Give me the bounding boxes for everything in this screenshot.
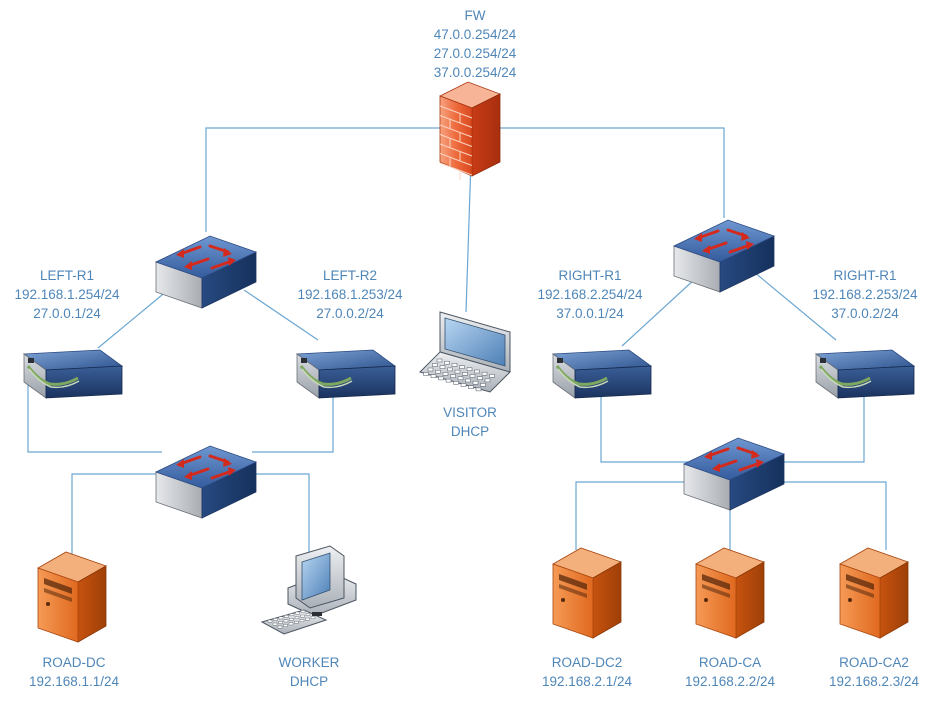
fw-name: FW xyxy=(464,8,486,23)
laptop-icon xyxy=(419,311,511,393)
worker-ip: DHCP xyxy=(289,674,329,689)
link-right-switch-r2 xyxy=(753,271,837,341)
road-dc-name: ROAD-DC xyxy=(42,655,106,670)
road-ca-ip: 192.168.2.2/24 xyxy=(684,674,776,689)
road-ca-label: ROAD-CA 192.168.2.2/24 xyxy=(685,653,775,691)
visitor-name: VISITOR xyxy=(443,405,497,420)
road-ca2-server-icon xyxy=(839,547,909,639)
road-dc-label: ROAD-DC 192.168.1.1/24 xyxy=(29,653,119,691)
right-r1-name: RIGHT-R1 xyxy=(558,268,622,283)
link-fw-left-switch xyxy=(205,127,470,232)
fw-ip-2: 27.0.0.254/24 xyxy=(433,46,517,61)
fw-label: FW 47.0.0.254/24 27.0.0.254/24 37.0.0.25… xyxy=(434,6,517,82)
left-access-switch-icon xyxy=(154,444,258,520)
right-r2-ip-2: 37.0.0.2/24 xyxy=(831,306,899,321)
link-right-r2-bottom-switch xyxy=(776,390,865,463)
right-r1-router-icon xyxy=(551,348,653,400)
right-r1-label: RIGHT-R1 192.168.2.254/24 37.0.0.1/24 xyxy=(537,266,642,323)
link-left-bottom-switch-worker xyxy=(250,473,310,553)
worker-label: WORKER DHCP xyxy=(279,653,340,691)
worker-name: WORKER xyxy=(278,655,340,670)
road-ca-name: ROAD-CA xyxy=(698,655,762,670)
link-left-bottom-switch-road-dc xyxy=(71,473,162,555)
road-dc-ip: 192.168.1.1/24 xyxy=(28,674,120,689)
road-ca-server-icon xyxy=(695,547,765,639)
right-r1-ip-1: 192.168.2.254/24 xyxy=(537,287,643,302)
right-core-switch-icon xyxy=(672,218,776,294)
road-dc2-label: ROAD-DC2 192.168.2.1/24 xyxy=(542,653,632,691)
right-access-switch-icon xyxy=(682,436,786,512)
left-r1-ip-2: 27.0.0.1/24 xyxy=(33,306,101,321)
left-r2-ip-2: 27.0.0.2/24 xyxy=(316,306,384,321)
link-left-switch-r1 xyxy=(97,289,169,349)
road-dc2-name: ROAD-DC2 xyxy=(551,655,623,670)
visitor-ip: DHCP xyxy=(450,424,490,439)
left-r2-label: LEFT-R2 192.168.1.253/24 27.0.0.2/24 xyxy=(297,266,402,323)
workstation-icon xyxy=(260,545,357,635)
road-ca2-label: ROAD-CA2 192.168.2.3/24 xyxy=(829,653,919,691)
link-right-switch-r1 xyxy=(621,277,697,347)
road-ca2-name: ROAD-CA2 xyxy=(839,655,909,670)
left-r1-router-icon xyxy=(22,348,124,400)
visitor-label: VISITOR DHCP xyxy=(443,403,497,441)
link-fw-visitor xyxy=(465,159,472,313)
left-r1-ip-1: 192.168.1.254/24 xyxy=(14,287,120,302)
fw-ip-1: 47.0.0.254/24 xyxy=(433,27,517,42)
left-r1-name: LEFT-R1 xyxy=(39,268,95,283)
link-right-r1-bottom-switch xyxy=(600,384,688,463)
road-dc-server-icon xyxy=(37,551,107,643)
right-r2-label: RIGHT-R1 192.168.2.253/24 37.0.0.2/24 xyxy=(812,266,917,323)
left-r2-name: LEFT-R2 xyxy=(322,268,378,283)
right-r2-router-icon xyxy=(814,348,916,400)
left-r1-label: LEFT-R1 192.168.1.254/24 27.0.0.1/24 xyxy=(14,266,119,323)
right-r1-ip-2: 37.0.0.1/24 xyxy=(556,306,624,321)
left-core-switch-icon xyxy=(154,234,258,310)
left-r2-ip-1: 192.168.1.253/24 xyxy=(297,287,403,302)
link-fw-right-switch xyxy=(490,127,725,218)
road-dc2-ip: 192.168.2.1/24 xyxy=(541,674,633,689)
road-ca2-ip: 192.168.2.3/24 xyxy=(828,674,920,689)
right-r2-name: RIGHT-R1 xyxy=(833,268,897,283)
firewall-icon xyxy=(439,81,501,180)
link-left-r2-bottom-switch xyxy=(252,390,334,453)
right-r2-ip-1: 192.168.2.253/24 xyxy=(812,287,918,302)
devices-layer xyxy=(22,81,916,643)
left-r2-router-icon xyxy=(295,348,397,400)
road-dc2-server-icon xyxy=(552,547,622,639)
fw-ip-3: 37.0.0.254/24 xyxy=(433,65,517,80)
link-left-r1-bottom-switch xyxy=(27,378,162,453)
link-left-switch-r2 xyxy=(243,289,319,341)
